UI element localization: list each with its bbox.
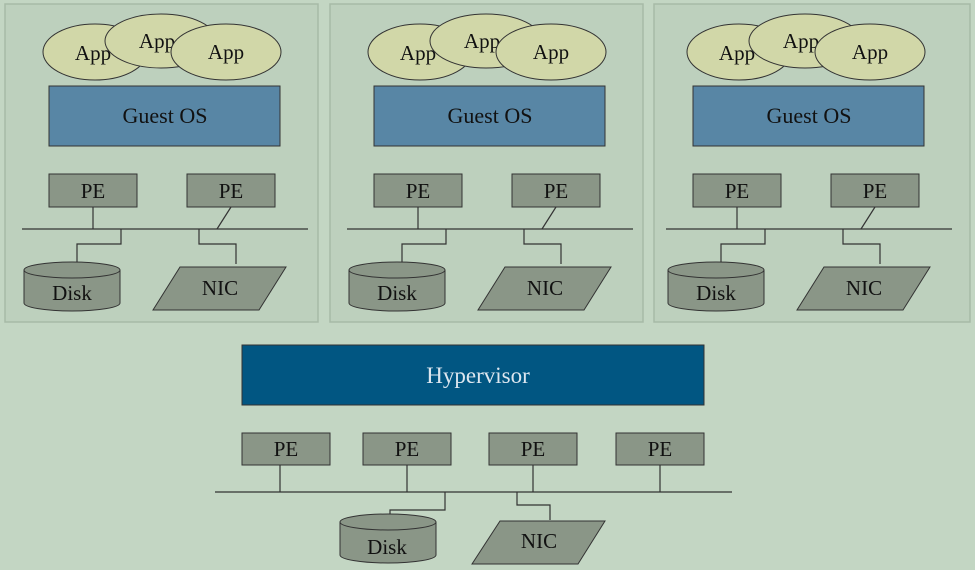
vm-1-disk-link [76, 229, 122, 264]
svg-text:PE: PE [81, 179, 106, 203]
svg-text:PE: PE [544, 179, 569, 203]
vm-1-guest-os-label: Guest OS [123, 103, 208, 128]
svg-text:App: App [533, 40, 569, 64]
vm-1-pe-2 [186, 173, 276, 208]
svg-text:PE: PE [406, 179, 431, 203]
svg-text:PE: PE [274, 437, 299, 461]
svg-text:Disk: Disk [377, 281, 417, 305]
vm-1-pe-1 [48, 173, 138, 208]
host-pe-1 [241, 432, 331, 466]
vm-3-nic-link [842, 229, 881, 264]
svg-text:PE: PE [648, 437, 673, 461]
vm-3-guest-os-label: Guest OS [767, 103, 852, 128]
host-nic-link [516, 492, 551, 520]
hypervisor-box [241, 344, 705, 406]
svg-text:NIC: NIC [202, 276, 238, 300]
vm-3-nic [796, 266, 931, 311]
svg-text:App: App [208, 40, 244, 64]
vm-2-guest-os-label: Guest OS [448, 103, 533, 128]
host-disk [339, 513, 437, 564]
vm-1-nic-link [198, 229, 237, 264]
vm-3-apps: App App App [686, 13, 926, 81]
vm-2-disk [348, 261, 446, 312]
vm-1-app-3 [170, 23, 282, 81]
svg-text:App: App [783, 29, 819, 53]
vm-2-guest-os [373, 85, 606, 147]
vm-2: App App App Guest OS PE PE Disk NIC [329, 3, 644, 323]
svg-text:PE: PE [521, 437, 546, 461]
host-pe-4 [615, 432, 705, 466]
hypervisor-label: Hypervisor [426, 363, 530, 388]
vm-1-pe-2-link [216, 206, 232, 230]
svg-text:Disk: Disk [696, 281, 736, 305]
host-pe-2 [362, 432, 452, 466]
svg-text:App: App [464, 29, 500, 53]
vm-2-pe-2-link [541, 206, 557, 230]
vm-3-app-3 [814, 23, 926, 81]
host-nic [471, 520, 606, 565]
svg-text:PE: PE [725, 179, 750, 203]
vm-3: App App App Guest OS PE PE Disk NIC [653, 3, 971, 323]
vm-2-nic-link [523, 229, 562, 264]
svg-text:App: App [139, 29, 175, 53]
svg-text:PE: PE [395, 437, 420, 461]
svg-text:PE: PE [863, 179, 888, 203]
svg-text:Disk: Disk [52, 281, 92, 305]
svg-text:PE: PE [219, 179, 244, 203]
vm-1-disk [23, 261, 121, 312]
vm-1-guest-os [48, 85, 281, 147]
svg-text:App: App [852, 40, 888, 64]
vm-2-apps: App App App [367, 13, 607, 81]
vm-2-nic [477, 266, 612, 311]
vm-2-pe-1 [373, 173, 463, 208]
vm-2-disk-link [401, 229, 447, 264]
vm-3-guest-os [692, 85, 925, 147]
vm-2-pe-2 [511, 173, 601, 208]
vm-3-pe-2-link [860, 206, 876, 230]
host: Hypervisor PE PE PE PE Disk NIC [215, 344, 732, 565]
vm-3-disk-link [720, 229, 766, 264]
vm-3-disk [667, 261, 765, 312]
vm-2-app-3 [495, 23, 607, 81]
svg-text:NIC: NIC [527, 276, 563, 300]
svg-text:NIC: NIC [521, 529, 557, 553]
vm-1: App App App Guest OS PE PE Disk NIC [4, 3, 319, 323]
svg-text:Disk: Disk [367, 535, 407, 559]
vm-3-pe-1 [692, 173, 782, 208]
vm-1-apps: App App App [42, 13, 282, 81]
vm-1-nic [152, 266, 287, 311]
svg-text:NIC: NIC [846, 276, 882, 300]
